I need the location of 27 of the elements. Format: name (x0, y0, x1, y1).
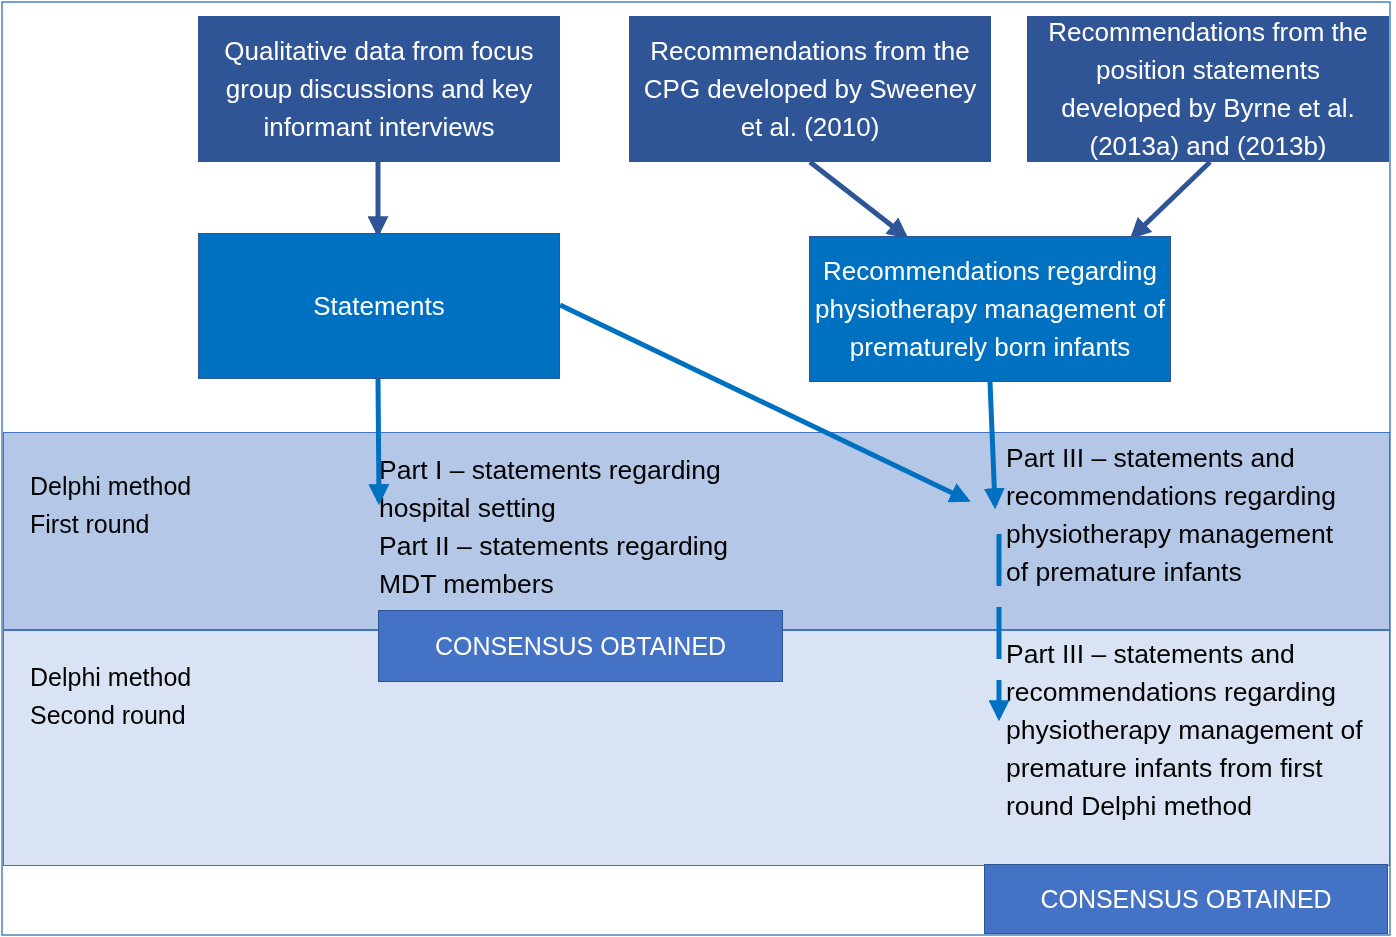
process-box (809, 236, 1171, 382)
process-box (198, 233, 560, 379)
box-text: Qualitative data from focus group discussions and key informant interviews (223, 35, 535, 144)
arrow (558, 302, 971, 503)
consensus-box (984, 864, 1388, 934)
source-box (629, 16, 991, 162)
arrow (988, 534, 1010, 722)
band-label: Delphi method Second round (30, 662, 193, 731)
box-text: Recommendations from the CPG developed by Sweeney et al. (2010) (642, 35, 978, 144)
arrow (1129, 160, 1212, 239)
round-band (3, 432, 1390, 630)
arrow (368, 379, 390, 506)
round-band (3, 630, 1390, 866)
source-box (198, 16, 560, 162)
statement-text: Part III – statements and recommendations regarding physiotherapy management of premature infants from first round Delphi method (1006, 638, 1364, 823)
statement-text: Part I – statements regarding hospital setting (379, 454, 722, 525)
box-text: CONSENSUS OBTAINED (434, 631, 727, 662)
box-text: Recommendations regarding physiotherapy management of prematurely born infants (814, 255, 1166, 364)
arrow (808, 160, 909, 239)
band-label: Delphi method First round (30, 471, 193, 540)
box-text: CONSENSUS OBTAINED (1040, 884, 1332, 915)
arrow (983, 381, 1005, 510)
box-text: Recommendations from the position statements developed by Byrne et al. (2013a) and (2013b) (1047, 16, 1369, 163)
consensus-box (378, 610, 783, 682)
statement-text: Part II – statements regarding MDT members (379, 530, 730, 601)
box-text: Statements (313, 290, 445, 323)
statement-text: Part III – statements and recommendations regarding physiotherapy management of premature infants (1006, 442, 1337, 589)
